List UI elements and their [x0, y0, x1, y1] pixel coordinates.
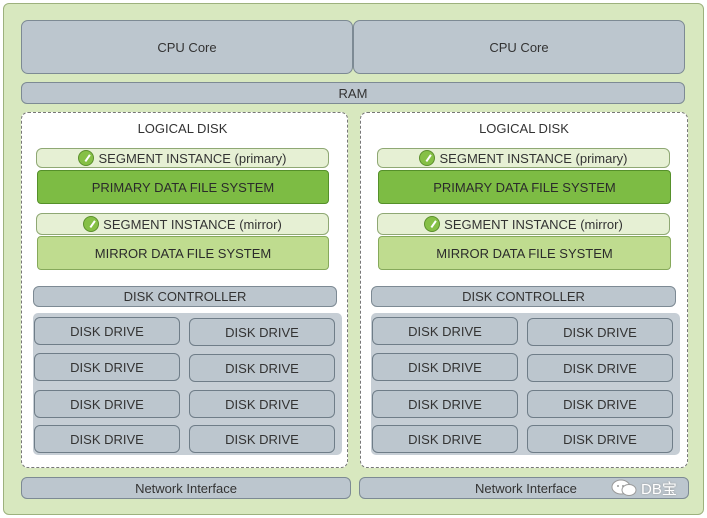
disk-drive: DISK DRIVE	[189, 390, 335, 418]
segment-instance-mirror: SEGMENT INSTANCE (mirror)	[377, 213, 670, 235]
wechat-icon	[611, 479, 637, 496]
cpu-core-2: CPU Core	[353, 20, 685, 74]
disk-controller-label: DISK CONTROLLER	[462, 289, 585, 304]
disk-drive-label: DISK DRIVE	[225, 396, 299, 412]
segment-mirror-label: SEGMENT INSTANCE (mirror)	[103, 216, 282, 232]
ram-label: RAM	[338, 85, 368, 101]
primary-data-file-system: PRIMARY DATA FILE SYSTEM	[378, 170, 671, 204]
disk-drive: DISK DRIVE	[34, 425, 180, 453]
disk-drive: DISK DRIVE	[189, 425, 335, 453]
disk-drive: DISK DRIVE	[527, 390, 673, 418]
cpu-core-1: CPU Core	[21, 20, 353, 74]
network-interface: Network Interface	[359, 477, 689, 499]
segment-instance-primary: SEGMENT INSTANCE (primary)	[377, 148, 670, 168]
disk-drive: DISK DRIVE	[372, 317, 518, 345]
segment-mirror-label: SEGMENT INSTANCE (mirror)	[444, 216, 623, 232]
disk-drive: DISK DRIVE	[372, 425, 518, 453]
segment-instance-mirror: SEGMENT INSTANCE (mirror)	[36, 213, 329, 235]
disk-controller: DISK CONTROLLER	[33, 286, 337, 307]
logical-disk-title: LOGICAL DISK	[479, 121, 569, 136]
disk-drive: DISK DRIVE	[34, 317, 180, 345]
network-interface: Network Interface	[21, 477, 351, 499]
disk-drive: DISK DRIVE	[189, 318, 335, 346]
disk-drive-label: DISK DRIVE	[408, 323, 482, 339]
segment-instance-icon	[83, 216, 100, 232]
disk-drive: DISK DRIVE	[372, 353, 518, 381]
watermark: DB宝	[610, 477, 690, 499]
segment-instance-icon	[424, 216, 441, 232]
disk-drive-label: DISK DRIVE	[70, 396, 144, 412]
primary-fs-label: PRIMARY DATA FILE SYSTEM	[433, 179, 616, 195]
disk-drive: DISK DRIVE	[34, 353, 180, 381]
logical-disk-title: LOGICAL DISK	[137, 121, 228, 136]
disk-drive-label: DISK DRIVE	[225, 360, 299, 376]
disk-drive-label: DISK DRIVE	[408, 359, 482, 375]
disk-controller-label: DISK CONTROLLER	[123, 289, 247, 304]
primary-data-file-system: PRIMARY DATA FILE SYSTEM	[37, 170, 329, 204]
segment-primary-label: SEGMENT INSTANCE (primary)	[439, 150, 628, 166]
mirror-fs-label: MIRROR DATA FILE SYSTEM	[94, 245, 272, 261]
disk-drive-label: DISK DRIVE	[70, 323, 144, 339]
mirror-data-file-system: MIRROR DATA FILE SYSTEM	[378, 236, 671, 270]
disk-drive-label: DISK DRIVE	[70, 359, 144, 375]
mirror-fs-label: MIRROR DATA FILE SYSTEM	[436, 245, 613, 261]
segment-instance-primary: SEGMENT INSTANCE (primary)	[36, 148, 329, 168]
disk-drive-label: DISK DRIVE	[225, 324, 299, 340]
disk-drive: DISK DRIVE	[527, 318, 673, 346]
disk-drive: DISK DRIVE	[34, 390, 180, 418]
disk-drive-label: DISK DRIVE	[563, 324, 637, 340]
disk-drive: DISK DRIVE	[372, 390, 518, 418]
network-interface-label: Network Interface	[135, 480, 237, 496]
network-interface-label: Network Interface	[475, 480, 577, 496]
disk-drive: DISK DRIVE	[189, 354, 335, 382]
disk-drive: DISK DRIVE	[527, 354, 673, 382]
mirror-data-file-system: MIRROR DATA FILE SYSTEM	[37, 236, 329, 270]
disk-drive-label: DISK DRIVE	[225, 431, 299, 447]
disk-drive-label: DISK DRIVE	[563, 431, 637, 447]
disk-drive-label: DISK DRIVE	[563, 360, 637, 376]
segment-instance-icon	[78, 150, 95, 166]
cpu-core-label: CPU Core	[489, 39, 549, 55]
disk-drive: DISK DRIVE	[527, 425, 673, 453]
segment-primary-label: SEGMENT INSTANCE (primary)	[98, 150, 287, 166]
disk-drive-label: DISK DRIVE	[70, 431, 144, 447]
watermark-text: DB宝	[641, 480, 677, 498]
primary-fs-label: PRIMARY DATA FILE SYSTEM	[91, 179, 275, 195]
disk-controller: DISK CONTROLLER	[371, 286, 676, 307]
disk-drive-label: DISK DRIVE	[408, 396, 482, 412]
cpu-core-label: CPU Core	[157, 39, 217, 55]
disk-drive-label: DISK DRIVE	[408, 431, 482, 447]
disk-drive-label: DISK DRIVE	[563, 396, 637, 412]
ram: RAM	[21, 82, 685, 104]
segment-instance-icon	[419, 150, 436, 166]
